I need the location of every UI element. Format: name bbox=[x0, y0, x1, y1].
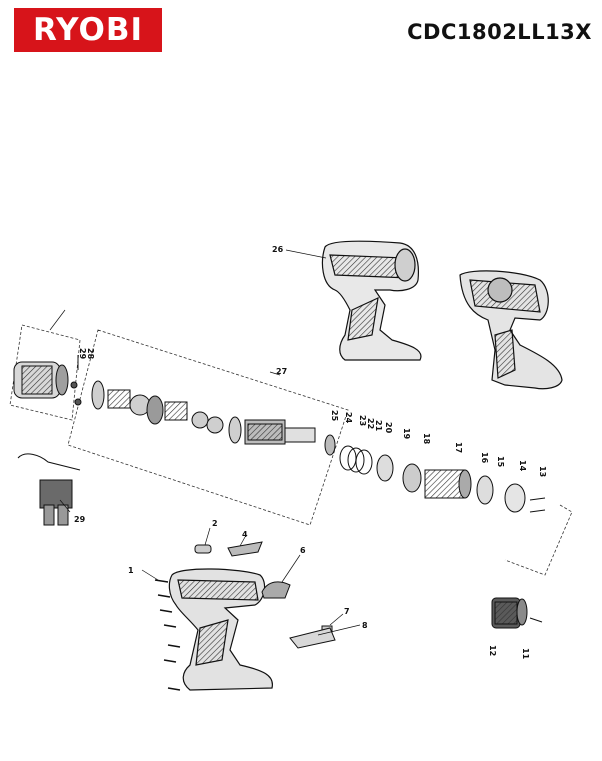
part-label-27: 29 bbox=[78, 348, 87, 360]
part-label-21: 23 bbox=[358, 415, 367, 426]
chuck bbox=[491, 597, 543, 629]
chuck-bracket bbox=[504, 504, 573, 576]
screws bbox=[154, 579, 181, 691]
part-label-11: 13 bbox=[538, 466, 547, 477]
ryobi-logo: RYOBI bbox=[14, 8, 162, 52]
part-label-9: 11 bbox=[521, 648, 530, 660]
leader-lines bbox=[49, 249, 361, 636]
switch bbox=[17, 453, 81, 526]
part-label-26: 28 bbox=[86, 348, 95, 360]
part-label-15: 17 bbox=[454, 442, 463, 453]
clutch-assembly bbox=[324, 434, 546, 513]
part-label-19: 21 bbox=[374, 420, 383, 432]
part-label-29: 29 bbox=[74, 515, 86, 524]
part-labels: 26 29 28 27 25 24 23 22 21 20 19 18 17 1… bbox=[74, 245, 547, 660]
part-label-7: 7 bbox=[344, 607, 350, 616]
part-label-18: 20 bbox=[384, 422, 393, 434]
motor bbox=[13, 355, 82, 406]
part-label-17: 19 bbox=[402, 428, 411, 440]
part-label-10: 12 bbox=[488, 645, 497, 656]
housing-half-right bbox=[459, 270, 563, 390]
housing-assembled bbox=[168, 568, 273, 691]
part-label-1: 1 bbox=[128, 566, 134, 575]
housing-half-left bbox=[321, 240, 422, 361]
part-label-4: 4 bbox=[242, 530, 248, 539]
part-label-6: 6 bbox=[300, 546, 306, 555]
assembly-boundaries bbox=[9, 324, 573, 576]
part-label-24: 26 bbox=[272, 245, 284, 254]
part-label-20: 22 bbox=[366, 418, 375, 429]
small-parts bbox=[194, 541, 336, 649]
gearbox-parts bbox=[91, 380, 316, 445]
part-label-13: 15 bbox=[496, 456, 505, 468]
part-label-12: 14 bbox=[518, 460, 527, 472]
part-label-23: 25 bbox=[330, 410, 339, 422]
part-label-8: 8 bbox=[362, 621, 368, 630]
model-number: CDC1802LL13X bbox=[407, 20, 592, 44]
part-label-25: 27 bbox=[276, 367, 287, 376]
part-label-14: 16 bbox=[480, 452, 489, 464]
brand-name: RYOBI bbox=[32, 12, 144, 48]
part-label-16-upper: 18 bbox=[422, 433, 431, 445]
part-label-2: 2 bbox=[212, 519, 218, 528]
part-label-22: 24 bbox=[344, 412, 353, 424]
